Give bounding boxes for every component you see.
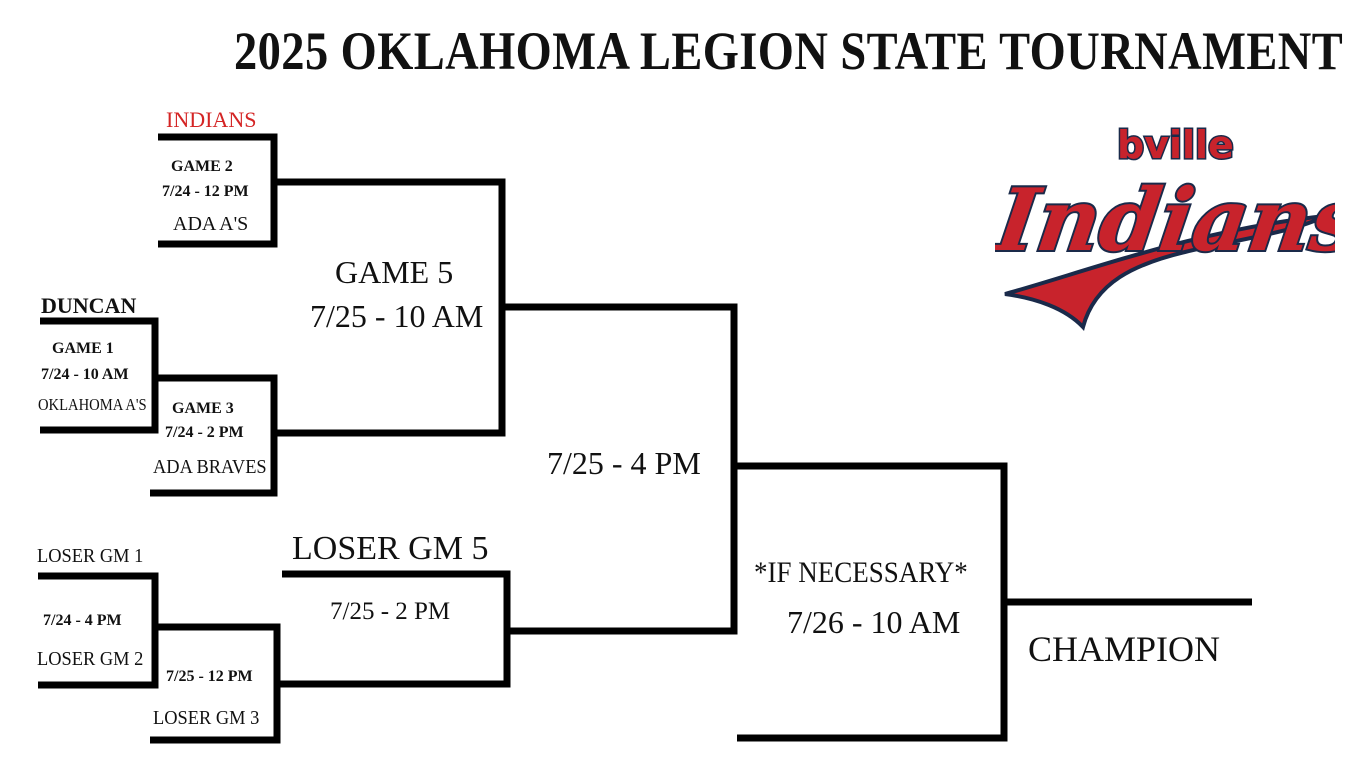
- loser-game-c-time: 7/25 - 2 PM: [330, 598, 451, 625]
- champion-label: CHAMPION: [1028, 629, 1221, 669]
- game2-bracket-line: [158, 133, 278, 248]
- semifinal-time: 7/25 - 4 PM: [547, 445, 701, 481]
- game5-label: GAME 5: [335, 254, 454, 290]
- final-note: *IF NECESSARY*: [754, 556, 968, 589]
- bville-indians-logo: bville Indians: [995, 122, 1335, 331]
- game5-time: 7/25 - 10 AM: [310, 298, 484, 334]
- game1-label: GAME 1: [52, 340, 114, 357]
- loser-gm1-label: LOSER GM 1: [37, 545, 144, 567]
- loser-game-c-line: [277, 570, 511, 688]
- game2-label: GAME 2: [171, 158, 233, 175]
- game1-bottom-team: OKLAHOMA A'S: [38, 395, 147, 414]
- game2-bottom-team: ADA A'S: [173, 213, 249, 235]
- loser-gm2-label: LOSER GM 2: [37, 648, 144, 670]
- game1-time: 7/24 - 10 AM: [41, 366, 129, 383]
- loser-gm3-label: LOSER GM 3: [153, 707, 260, 729]
- logo-bville-text: bville: [1117, 123, 1234, 167]
- game2-top-team: INDIANS: [166, 107, 257, 132]
- game3-label: GAME 3: [172, 400, 234, 417]
- loser-game-a-time: 7/24 - 4 PM: [43, 612, 122, 629]
- logo-indians-text: Indians: [995, 170, 1335, 271]
- game1-top-team: DUNCAN: [41, 293, 137, 318]
- game3-time: 7/24 - 2 PM: [165, 424, 244, 441]
- page-title: 2025 OKLAHOMA LEGION STATE TOURNAMENT: [234, 21, 1344, 81]
- game2-time: 7/24 - 12 PM: [162, 183, 249, 200]
- final-time: 7/26 - 10 AM: [787, 604, 961, 640]
- loser-gm5-label: LOSER GM 5: [292, 530, 489, 567]
- loser-game-b-time: 7/25 - 12 PM: [166, 668, 253, 685]
- final-bracket-line: [734, 462, 1008, 742]
- game3-bottom-team: ADA BRAVES: [153, 456, 267, 478]
